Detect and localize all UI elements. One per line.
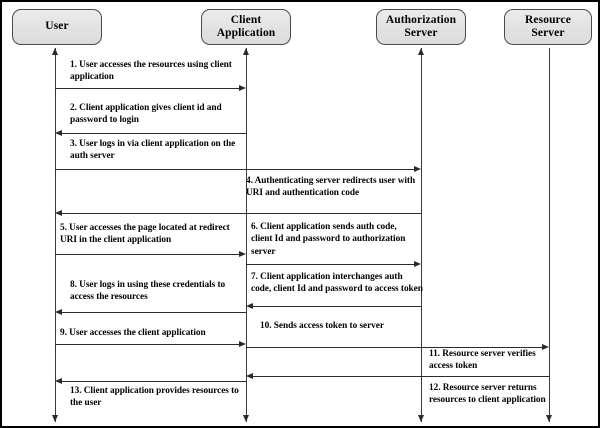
message-arrowhead-13 [55,378,62,384]
message-text-11: Resource server verifies access token [429,349,536,372]
actor-box-client-application[interactable]: Client Application [201,9,291,45]
message-label-8: 8. User logs in using these credentials … [70,279,245,304]
message-line-3 [55,169,415,170]
message-line-12 [252,376,549,377]
actor-box-user[interactable]: User [12,9,102,45]
message-number-13: 13. [70,386,82,396]
message-arrowhead-2 [55,130,62,136]
lifeline-resource-server [549,48,550,422]
message-number-6: 6. [251,222,258,232]
actor-label-client-application: Client Application [217,14,276,40]
message-label-9: 9. User accesses the client application [60,327,246,339]
message-label-13: 13. Client application provides resource… [70,385,245,410]
message-line-2 [61,133,246,134]
message-line-10 [246,347,543,348]
message-arrowhead-8 [55,309,62,315]
actor-box-authorization-server[interactable]: Authorization Server [376,9,466,45]
actor-label-client-line1: Client [230,13,262,26]
message-arrowhead-5 [239,251,246,257]
message-line-8 [61,312,246,313]
message-line-1 [55,88,240,89]
message-number-12: 12. [429,383,441,393]
message-number-3: 3. [70,139,77,149]
actor-label-authz-line2: Server [404,27,438,39]
message-line-5 [55,254,240,255]
message-label-2: 2. Client application gives client id an… [70,102,245,127]
lifeline-client-application [246,48,247,422]
message-line-13 [61,381,246,382]
actor-label-authz-line1: Authorization [385,13,457,26]
message-number-2: 2. [70,103,77,113]
message-arrowhead-9 [239,341,246,347]
lifeline-cap-top-user [52,48,58,55]
message-text-9: User accesses the client application [69,328,206,338]
message-line-6 [246,264,415,265]
message-line-9 [55,344,240,345]
message-label-7: 7. Client application interchanges auth … [251,271,423,296]
message-arrowhead-4 [55,210,62,216]
message-arrowhead-7 [246,303,253,309]
message-arrowhead-1 [239,85,246,91]
actor-label-client-line2: Application [216,27,276,39]
lifeline-cap-bottom-authorization-server [418,415,424,422]
message-number-10: 10. [260,321,272,331]
actor-label-resource-line2: Server [531,27,565,39]
message-label-6: 6. Client application sends auth code, c… [251,221,418,258]
message-label-3: 3. User logs in via client application o… [70,138,245,163]
message-text-4: Authenticating server redirects user wit… [246,176,416,199]
message-text-6: Client application sends auth code, clie… [251,222,406,257]
actor-label-user: User [45,20,69,33]
message-text-5: User accesses the page located at redire… [60,223,230,246]
message-text-10: Sends access token to server [273,321,384,331]
message-number-4: 4. [246,176,253,186]
actor-label-resource-line1: Resource [525,13,571,26]
message-text-1: User accesses the resources using client… [70,60,232,83]
message-arrowhead-12 [246,373,253,379]
message-text-12: Resource server returns resources to cli… [429,383,546,406]
lifeline-user [55,48,56,422]
message-label-12: 12. Resource server returns resources to… [429,382,551,407]
message-label-4: 4. Authenticating server redirects user … [246,175,418,200]
message-line-4 [61,213,421,214]
message-number-7: 7. [251,272,258,282]
message-text-3: User logs in via client application on t… [70,139,236,162]
actor-box-resource-server[interactable]: Resource Server [504,9,592,45]
lifeline-cap-top-authorization-server [418,48,424,55]
message-line-7 [252,306,421,307]
message-label-10: 10. Sends access token to server [260,320,420,332]
lifeline-cap-bottom-user [52,415,58,422]
message-number-5: 5. [60,223,67,233]
message-text-7: Client application interchanges auth cod… [251,272,423,295]
message-label-11: 11. Resource server verifies access toke… [429,348,551,373]
message-arrowhead-10 [542,344,549,350]
actor-label-authorization-server: Authorization Server [386,14,456,40]
lifeline-cap-top-client-application [243,48,249,55]
message-arrowhead-6 [414,261,421,267]
message-number-11: 11. [429,349,440,359]
message-number-9: 9. [60,328,67,338]
actor-label-resource-server: Resource Server [525,14,571,40]
message-text-2: Client application gives client id and p… [70,103,222,126]
message-label-5: 5. User accesses the page located at red… [60,222,246,247]
lifeline-cap-bottom-client-application [243,415,249,422]
message-text-8: User logs in using these credentials to … [70,280,226,303]
message-label-1: 1. User accesses the resources using cli… [70,59,245,84]
message-text-13: Client application provides resources to… [70,386,239,409]
lifeline-authorization-server [421,48,422,422]
lifeline-cap-bottom-resource-server [546,415,552,422]
message-number-8: 8. [70,280,77,290]
message-number-1: 1. [70,60,77,70]
message-arrowhead-3 [414,166,421,172]
